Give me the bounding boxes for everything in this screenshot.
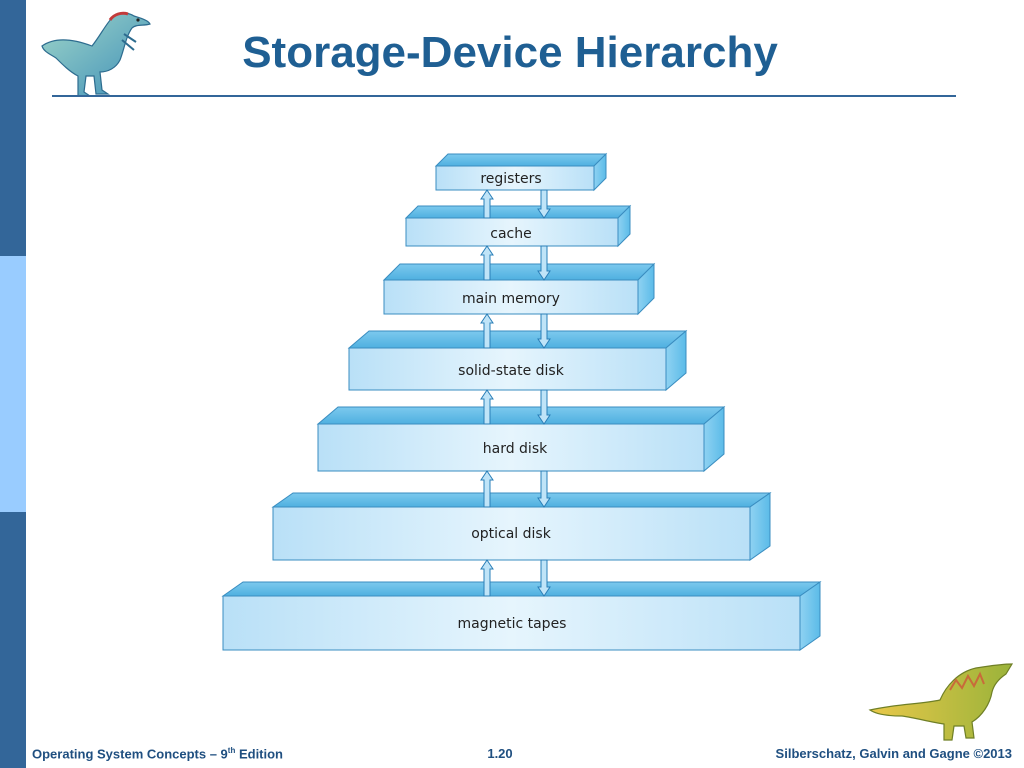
title-divider xyxy=(52,95,956,97)
arrow-up-icon xyxy=(480,189,494,219)
level-label-hard-disk: hard disk xyxy=(483,441,548,457)
sidebar-bottom-segment xyxy=(0,512,26,768)
level-solid-state-disk: solid-state disk xyxy=(347,329,688,392)
footer-copyright: Silberschatz, Galvin and Gagne ©2013 xyxy=(775,746,1012,761)
arrow-up-icon xyxy=(480,245,494,281)
level-label-solid-state-disk: solid-state disk xyxy=(458,363,565,379)
level-optical-disk: optical disk xyxy=(271,492,772,561)
arrow-down-icon xyxy=(537,189,551,219)
level-cache: cache xyxy=(404,204,632,248)
sidebar-top-segment xyxy=(0,0,26,256)
footer-page-number: 1.20 xyxy=(487,746,513,761)
level-label-main-memory: main memory xyxy=(462,291,560,307)
arrow-up-icon xyxy=(480,559,494,597)
level-hard-disk: hard disk xyxy=(316,405,726,473)
arrow-down-icon xyxy=(537,245,551,281)
sidebar-bar xyxy=(0,0,26,768)
level-main-memory: main memory xyxy=(382,262,656,316)
arrow-down-icon xyxy=(537,313,551,349)
arrow-up-icon xyxy=(480,470,494,508)
level-registers: registers xyxy=(434,152,608,192)
footer-course-title: Operating System Concepts – 9 xyxy=(32,746,228,762)
arrow-up-icon xyxy=(480,389,494,425)
level-magnetic-tapes: magnetic tapes xyxy=(221,581,822,651)
level-label-registers: registers xyxy=(480,171,541,187)
footer-edition-suffix: Edition xyxy=(235,746,284,762)
sidebar-middle-segment xyxy=(0,256,26,512)
level-label-optical-disk: optical disk xyxy=(471,526,552,542)
transfer-arrows xyxy=(480,189,551,597)
arrow-down-icon xyxy=(537,559,551,597)
level-label-magnetic-tapes: magnetic tapes xyxy=(458,616,567,632)
level-label-cache: cache xyxy=(490,226,531,242)
arrow-down-icon xyxy=(537,389,551,425)
footer-edition-superscript: th xyxy=(227,746,236,755)
arrow-up-icon xyxy=(480,313,494,349)
dinosaur-corner-icon xyxy=(868,663,1014,741)
dinosaur-logo-icon xyxy=(41,11,151,97)
footer-course: Operating System Concepts – 9th Edition xyxy=(32,746,283,761)
arrow-down-icon xyxy=(537,470,551,508)
page-title: Storage-Device Hierarchy xyxy=(242,28,778,77)
